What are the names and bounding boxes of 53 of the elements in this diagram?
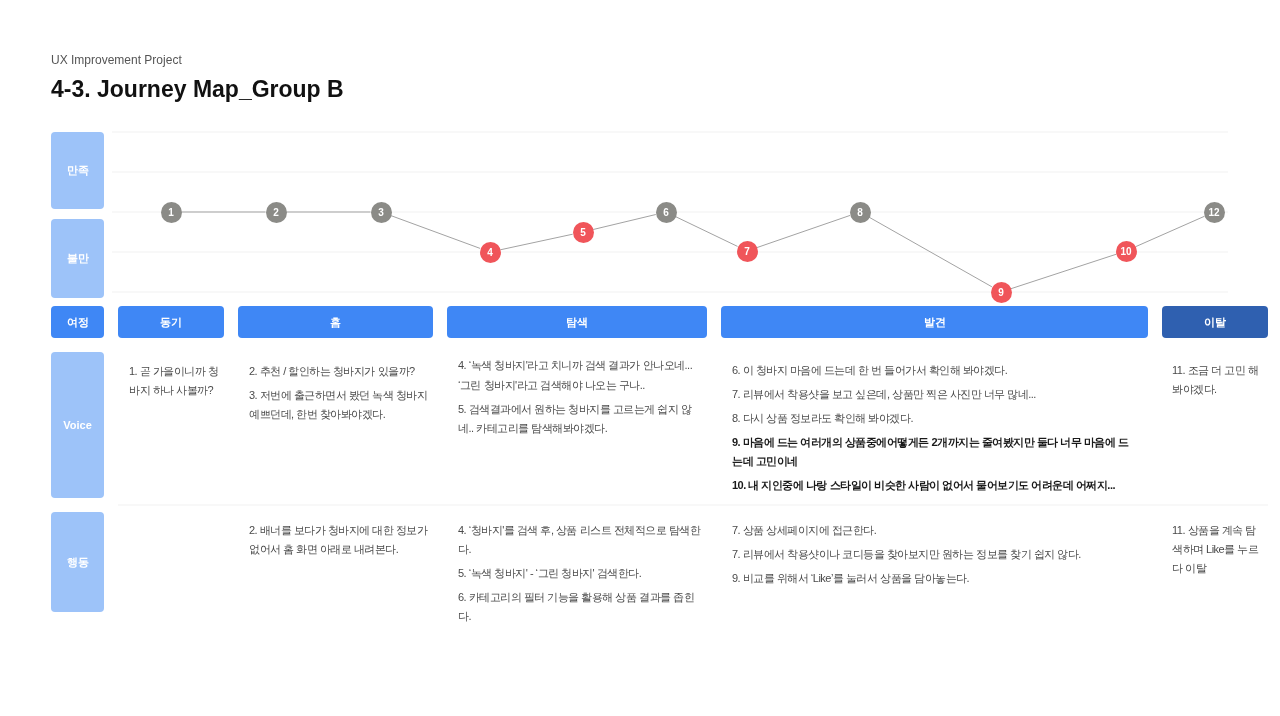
stage-header: 동기 [118, 306, 224, 338]
action-text: 5. ‘녹색 청바지' - ‘그린 청바지' 검색한다. [458, 566, 643, 581]
action-text: 4. ‘청바지'를 검색 후, 상품 리스트 전체적으로 탐색한다. [458, 523, 702, 557]
step-marker: 9 [990, 281, 1012, 303]
connector-line [286, 211, 371, 213]
step-marker: 6 [655, 201, 677, 223]
voice-quote: 5. 검색결과에서 원하는 청바지를 고르는게 쉽지 않네.. 카테고리를 탐색해봐야겠다. [458, 402, 693, 436]
page-title: 4-3. Journey Map_Group B [51, 76, 344, 103]
connector-line [592, 214, 657, 230]
action-text: 9. 비교를 위해서 ‘Like’를 눌러서 상품을 담아놓는다. [732, 571, 971, 586]
voice-quote: 9. 마음에 드는 여러개의 상품중에어떻게든 2개까지는 줄여봤지만 둘다 너무 마음에 드는데 고민이네 [732, 435, 1130, 469]
step-marker: 2 [265, 201, 287, 223]
connector-line [675, 216, 738, 247]
voice-quote: 6. 이 청바지 마음에 드는데 한 번 들어가서 확인해 봐야겠다. [732, 363, 1009, 378]
voice-quote: ‘그린 청바지'라고 검색해야 나오는 구나.. [458, 378, 646, 393]
connector-line [1010, 253, 1117, 290]
step-marker: 7 [736, 240, 758, 262]
step-marker: 1 [160, 201, 182, 223]
page-subtitle: UX Improvement Project [51, 53, 182, 67]
action-text: 7. 리뷰에서 착용샷이나 코디등을 찾아보지만 원하는 정보를 찾기 쉽지 않다. [732, 547, 1082, 562]
row-header: 여정 [51, 306, 104, 338]
connector-line [1135, 215, 1205, 248]
stage-header: 발견 [721, 306, 1148, 338]
row-header: 불만 [51, 219, 104, 298]
stage-header: 이탈 [1162, 306, 1268, 338]
step-marker: 5 [572, 221, 594, 243]
row-header: 행동 [51, 512, 104, 612]
action-text: 7. 상품 상세페이지에 접근한다. [732, 523, 878, 538]
connector-line [499, 233, 574, 251]
voice-quote: 1. 곧 가을이니까 청바지 하나 사볼까? [129, 364, 219, 398]
row-header: 만족 [51, 132, 104, 209]
step-marker: 3 [370, 201, 392, 223]
stage-header: 홈 [238, 306, 433, 338]
step-marker: 8 [849, 201, 871, 223]
action-text: 6. 카테고리의 필터 기능을 활용해 상품 결과를 좁힌다. [458, 590, 696, 624]
connector-line [868, 216, 993, 288]
voice-quote: 8. 다시 상품 정보라도 확인해 봐야겠다. [732, 411, 914, 426]
action-text: 2. 배너를 보다가 청바지에 대한 정보가 없어서 홈 화면 아래로 내려본다. [249, 523, 429, 557]
voice-quote: 7. 리뷰에서 착용샷을 보고 싶은데, 상품만 찍은 사진만 너무 많네... [732, 387, 1037, 402]
connector-line [390, 215, 481, 249]
voice-quote: 3. 저번에 출근하면서 봤던 녹색 청바지 예쁘던데, 한번 찾아봐야겠다. [249, 388, 429, 422]
connector-line [756, 214, 851, 249]
step-marker: 12 [1203, 201, 1225, 223]
voice-quote: 10. 내 지인중에 나랑 스타일이 비슷한 사람이 없어서 물어보기도 어려운데 어쩌지... [732, 478, 1117, 493]
step-marker: 10 [1115, 240, 1137, 262]
voice-quote: 4. ‘녹색 청바지'라고 치니까 검색 결과가 안나오네... [458, 358, 694, 373]
stage-header: 탐색 [447, 306, 707, 338]
row-header: Voice [51, 352, 104, 498]
voice-quote: 11. 조금 더 고민 해봐야겠다. [1172, 363, 1260, 397]
step-marker: 4 [479, 241, 501, 263]
action-text: 11. 상품을 계속 탐색하며 Like를 누르다 이탈 [1172, 523, 1260, 576]
voice-quote: 2. 추천 / 할인하는 청바지가 있을까? [249, 364, 416, 379]
connector-line [181, 211, 266, 213]
